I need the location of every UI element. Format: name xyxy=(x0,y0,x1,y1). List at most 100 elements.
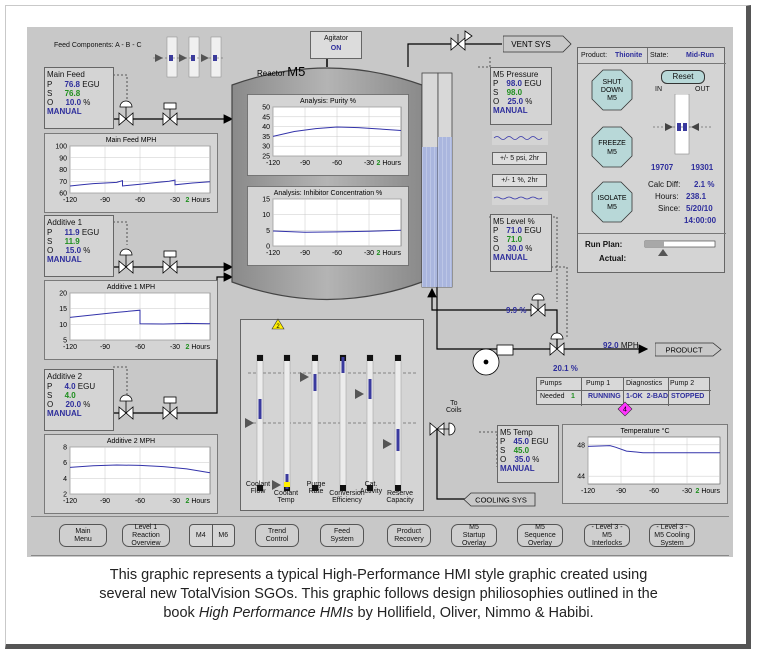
main-feed-faceplate[interactable]: Main Feed P 76.8 EGU S 76.8 O 10.0 % MAN… xyxy=(44,67,114,129)
trend-x-tick: -60 xyxy=(649,488,659,495)
recycle-pipe xyxy=(427,287,558,349)
pump-diagnostics: 1-OK 2-BAD xyxy=(626,393,669,400)
trend-y-tick: 80 xyxy=(59,167,67,174)
trend-x-tick: -120 xyxy=(63,344,77,351)
reset-button[interactable]: Reset xyxy=(661,70,705,84)
kpi-bar-value xyxy=(313,374,317,391)
valve-vent xyxy=(450,30,473,51)
isolate-button[interactable]: ISOLATE M5 xyxy=(591,181,633,223)
kpi-bar-cap xyxy=(395,485,401,491)
svg-text:COOLING SYS: COOLING SYS xyxy=(475,496,527,505)
run-plan-bar xyxy=(644,240,716,256)
bar-label-cat-activity: Cat.Activity xyxy=(359,481,383,495)
trend-x-tick: -30 xyxy=(170,197,180,204)
svg-text:FREEZE: FREEZE xyxy=(598,140,626,147)
trend-y-tick: 4 xyxy=(63,476,67,483)
additive2-faceplate[interactable]: Additive 2 P 4.0 EGU S 4.0 O 20.0 % MANU… xyxy=(44,369,114,431)
trend-hours: 2 Hours xyxy=(695,488,720,495)
m5-level-mode: MANUAL xyxy=(493,253,528,262)
level-sparkline xyxy=(493,196,543,200)
trend-x-tick: -60 xyxy=(135,498,145,505)
kpi-bar-panel xyxy=(240,319,424,511)
m5-temp-mode: MANUAL xyxy=(500,464,535,473)
trend-y-tick: 30 xyxy=(262,144,270,151)
trend-title: Main Feed MPH xyxy=(106,137,157,144)
trend-x-tick: -30 xyxy=(170,498,180,505)
trend-title: Analysis: Inhibitor Concentration % xyxy=(274,190,383,197)
product-pipe xyxy=(436,287,649,354)
trend-x-tick: -90 xyxy=(100,498,110,505)
svg-text:M5: M5 xyxy=(607,149,617,156)
reactor-name: M5 xyxy=(287,64,306,79)
status-panel: Product: Thionite State: Mid-Run SHUT DO… xyxy=(577,47,726,273)
in-value: 19707 xyxy=(651,163,674,172)
cooling-sys-tag[interactable]: COOLING SYS xyxy=(463,492,537,507)
m5-pressure-faceplate[interactable]: M5 Pressure P 98.0 EGU S 98.0 O 25.0 % M… xyxy=(490,67,552,125)
purity-trend: Analysis: Purity %504540353025-120-90-60… xyxy=(247,94,409,176)
valve-additive1-1 xyxy=(118,248,134,274)
valve-additive2-1 xyxy=(118,394,134,420)
svg-text:2: 2 xyxy=(276,324,280,330)
trend-hours: 2 Hours xyxy=(185,197,210,204)
trend-title: Additive 2 MPH xyxy=(107,438,155,445)
valve-cooling xyxy=(429,422,456,436)
shutdown-button[interactable]: SHUT DOWN M5 xyxy=(591,69,633,111)
trend-y-tick: 25 xyxy=(262,154,270,161)
pressure-sparkline-bg xyxy=(492,131,548,145)
trend-title: Analysis: Purity % xyxy=(300,98,356,105)
trend-line xyxy=(587,445,720,454)
valve-additive1-2 xyxy=(162,250,178,274)
coolant-temp-alarm[interactable]: 2 xyxy=(271,318,285,330)
freeze-button[interactable]: FREEZE M5 xyxy=(591,126,633,168)
product-tag[interactable]: PRODUCT xyxy=(655,342,725,357)
trend-hours: 2 Hours xyxy=(376,160,401,167)
agitator-box[interactable]: Agitator ON xyxy=(310,31,362,59)
agitator-label: Agitator xyxy=(323,35,349,42)
pump1-state: RUNNING xyxy=(588,393,621,400)
pump-alarm-diamond[interactable]: 4 xyxy=(617,401,633,417)
trend-y-tick: 2 xyxy=(63,492,67,499)
nav-m4[interactable]: M4 xyxy=(190,525,213,546)
kpi-bar-track xyxy=(339,354,347,492)
trend-hours: 2 Hours xyxy=(185,498,210,505)
m5-temp-faceplate[interactable]: M5 Temp P 45.0 EGU S 45.0 O 35.0 % MANUA… xyxy=(497,425,559,483)
product-flow: 92.0 MPH xyxy=(603,341,639,350)
product-valve-output: 20.1 % xyxy=(553,364,578,373)
vent-sys-tag[interactable]: VENT SYS xyxy=(503,35,573,53)
valve-additive2-2 xyxy=(162,396,178,420)
m5-level-faceplate[interactable]: M5 Level % P 71.0 EGU S 71.0 O 30.0 % MA… xyxy=(490,214,552,272)
trend-x-tick: -90 xyxy=(100,197,110,204)
trend-x-tick: -30 xyxy=(364,160,374,167)
kpi-bars xyxy=(245,354,416,492)
trend-x-tick: -30 xyxy=(170,344,180,351)
level-fill-2 xyxy=(438,137,452,287)
valve-recycle xyxy=(530,293,546,317)
nav-m6[interactable]: M6 xyxy=(218,532,229,539)
svg-text:4: 4 xyxy=(623,407,627,414)
vent-pipe xyxy=(407,43,502,67)
valve-product xyxy=(549,332,565,356)
kpi-bar-cap xyxy=(395,355,401,361)
vent-sys-text: VENT SYS xyxy=(511,40,550,49)
svg-text:ISOLATE: ISOLATE xyxy=(597,195,626,202)
trend-line xyxy=(69,464,211,474)
reactor-label: Reactor M5 xyxy=(257,64,306,79)
valve-main-feed-2 xyxy=(162,102,178,126)
kpi-target-pointer xyxy=(383,439,392,449)
kpi-bar-value xyxy=(368,379,372,399)
additive1-faceplate[interactable]: Additive 1 P 11.9 EGU S 11.9 O 15.0 % MA… xyxy=(44,215,114,277)
trend-x-tick: -90 xyxy=(300,160,310,167)
